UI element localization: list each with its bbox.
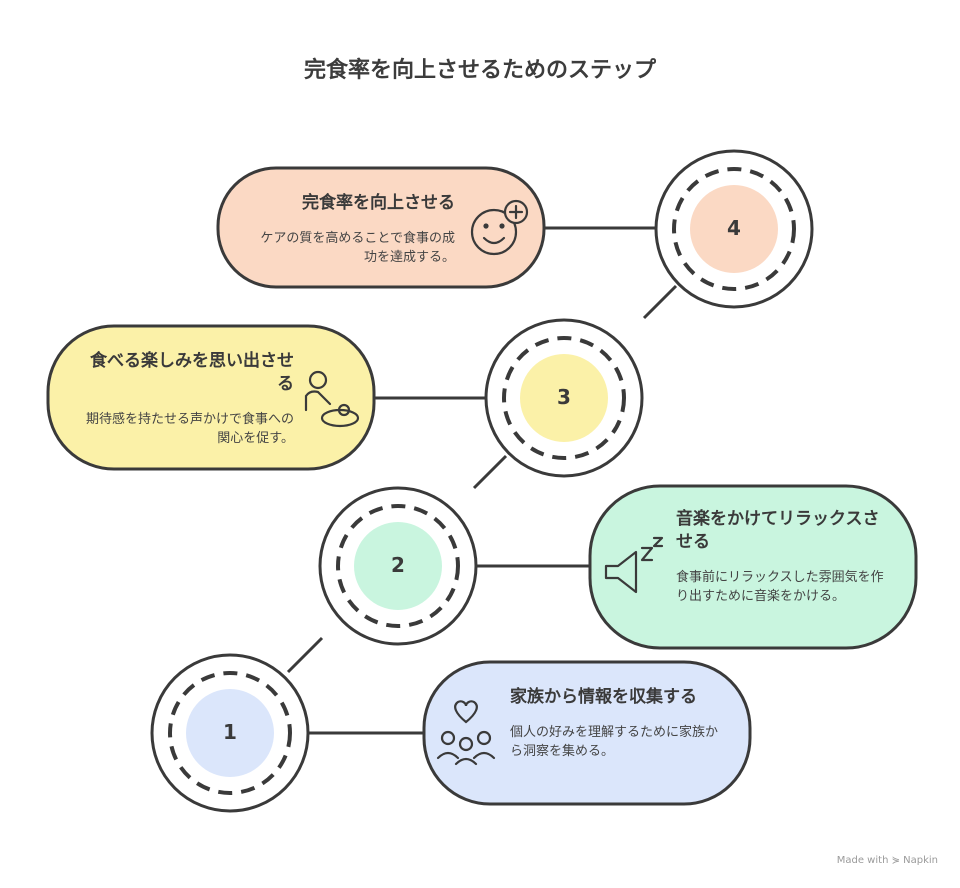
step-2-title: 音楽をかけてリラックスさせる <box>676 509 880 552</box>
step-4-text: 完食率を向上させる ケアの質を高めることで食事の成功を達成する。 <box>250 192 455 267</box>
step-2-text: 音楽をかけてリラックスさせる 食事前にリラックスした雰囲気を作り出すために音楽を… <box>676 508 886 606</box>
smiley-plus-icon <box>470 199 529 256</box>
step-1-text: 家族から情報を収集する 個人の好みを理解するために家族から洞察を集める。 <box>510 686 720 761</box>
diagram-title: 完食率を向上させるためのステップ <box>303 58 656 83</box>
card-step-2 <box>588 484 918 650</box>
step-4-title: 完食率を向上させる <box>302 193 455 213</box>
step-3-number: 3 <box>557 385 571 409</box>
speaker-zz-icon <box>604 536 664 594</box>
step-2-number: 2 <box>391 553 405 577</box>
card-step-3 <box>46 324 376 471</box>
step-1-title: 家族から情報を収集する <box>510 687 697 707</box>
connector-3-4 <box>642 284 678 320</box>
connector-2-3 <box>472 454 508 490</box>
circle-step-1 <box>150 653 310 813</box>
footer-credit: Made with ⋟ Napkin <box>836 855 938 866</box>
step-1-description: 個人の好みを理解するために家族から洞察を集める。 <box>510 725 719 759</box>
step-3-description: 期待感を持たせる声かけで食事への関心を促す。 <box>85 412 294 446</box>
step-2-description: 食事前にリラックスした雰囲気を作り出すために音楽をかける。 <box>676 570 884 604</box>
step-1-number: 1 <box>223 720 237 744</box>
step-3-title: 食べる楽しみを思い出させる <box>90 351 294 394</box>
circle-step-2 <box>318 486 478 646</box>
connector-1-2 <box>286 636 324 674</box>
step-4-description: ケアの質を高めることで食事の成功を達成する。 <box>260 231 455 265</box>
circle-step-3 <box>484 318 644 478</box>
card-step-4 <box>216 166 546 289</box>
caregiver-icon <box>304 370 360 428</box>
step-3-text: 食べる楽しみを思い出させる 期待感を持たせる声かけで食事への関心を促す。 <box>82 350 294 448</box>
family-heart-icon <box>436 700 496 766</box>
circle-step-4 <box>654 149 814 309</box>
step-4-number: 4 <box>727 216 741 240</box>
card-step-1 <box>422 660 752 806</box>
